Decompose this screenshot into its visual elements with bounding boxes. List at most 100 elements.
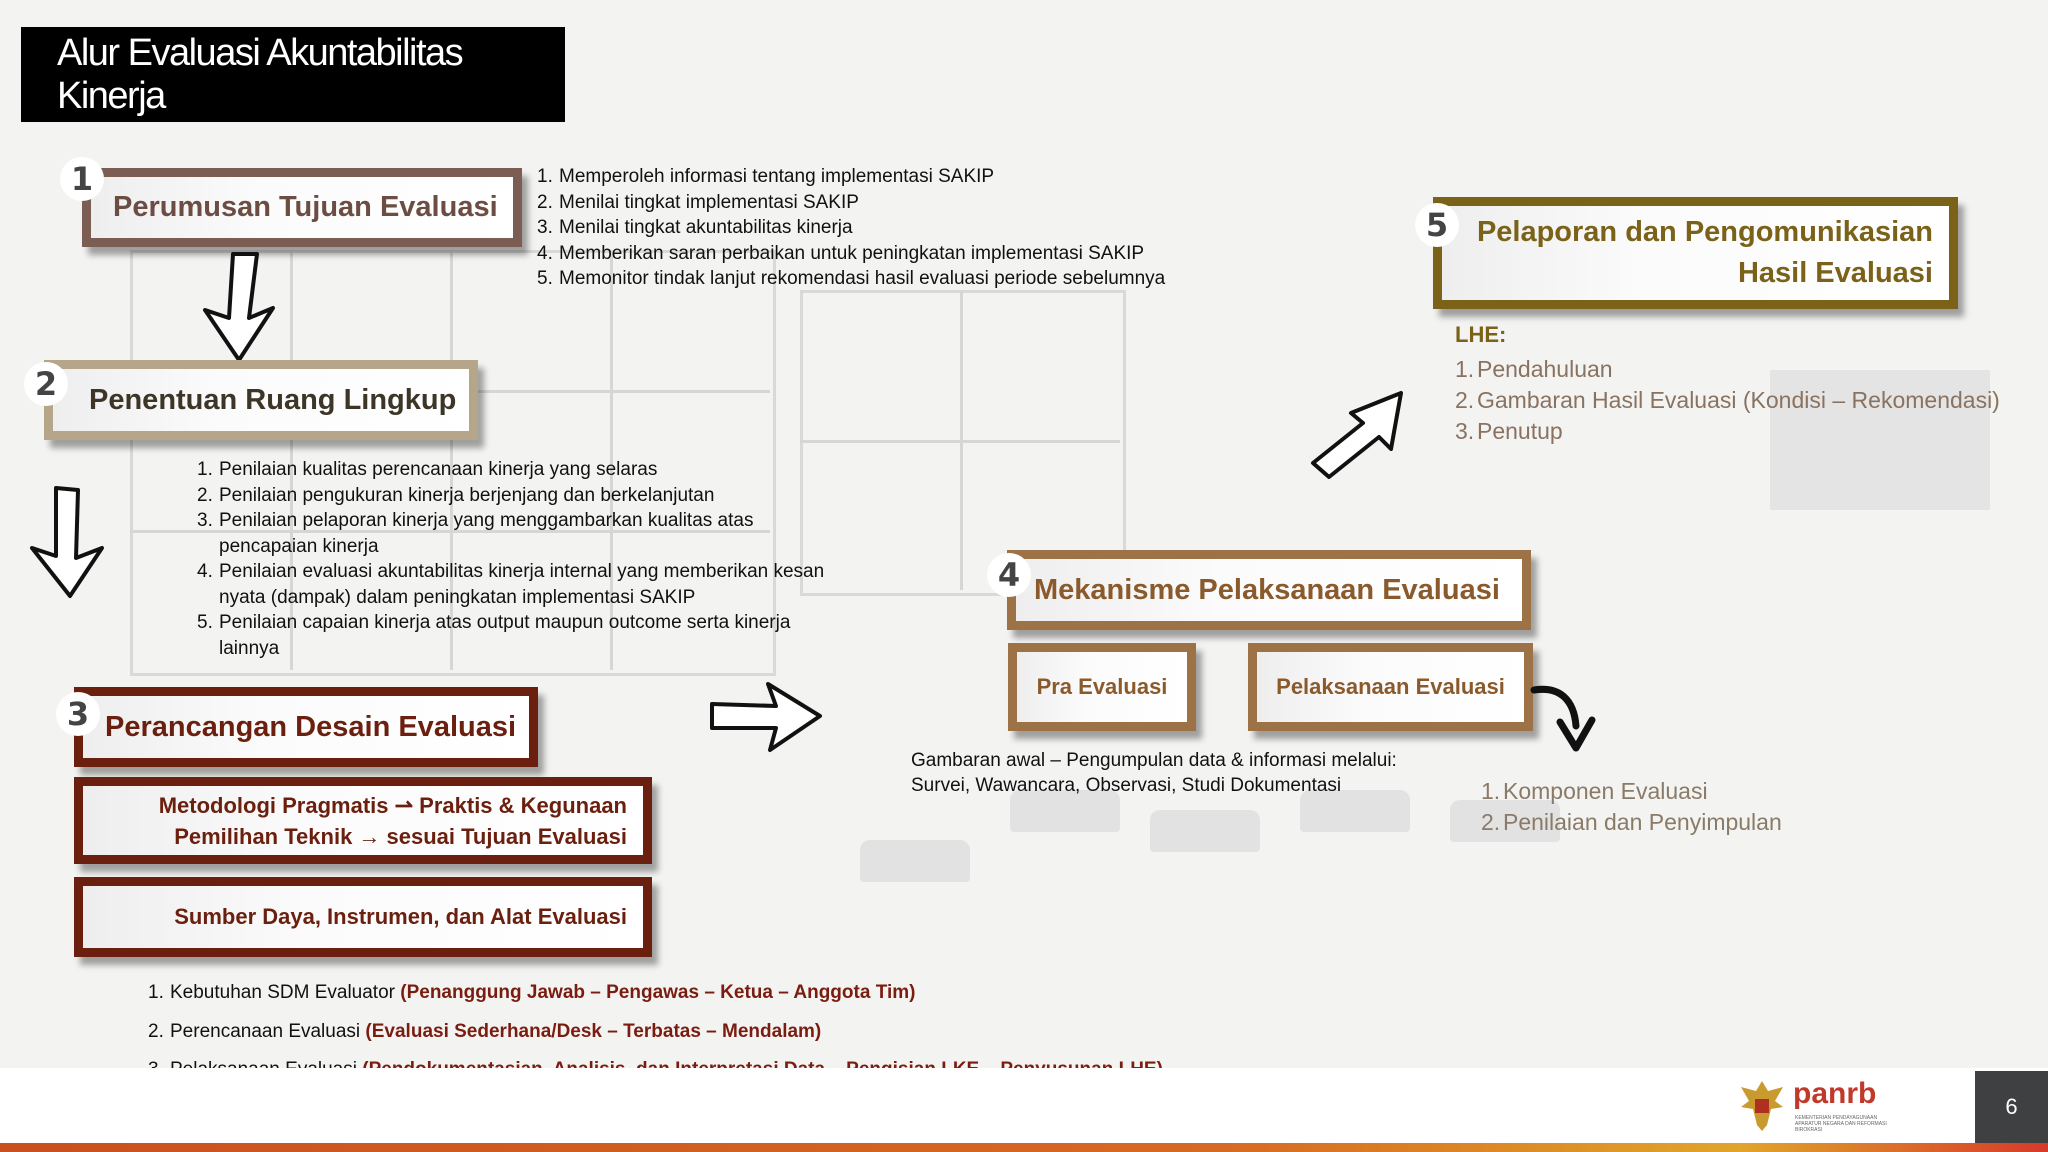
window-mullion xyxy=(610,250,613,670)
list-item: 2.Penilaian dan Penyimpulan xyxy=(1481,807,1782,838)
slide-title: Alur Evaluasi Akuntabilitas Kinerja xyxy=(21,27,565,122)
step-5-label-line-1: Pelaporan dan Pengomunikasian xyxy=(1476,216,1933,248)
logo-subtitle: KEMENTERIAN PENDAYAGUNAAN APARATUR NEGAR… xyxy=(1795,1115,1887,1133)
list-item-number: 1. xyxy=(197,459,213,480)
step-2-number: 2 xyxy=(24,362,68,406)
window-mullion xyxy=(450,250,453,670)
panrb-logo: panrb KEMENTERIAN PENDAYAGUNAAN APARATUR… xyxy=(1643,1071,1975,1143)
arrow-down-icon xyxy=(203,252,275,362)
pelaksanaan-evaluasi-label: Pelaksanaan Evaluasi xyxy=(1276,674,1505,699)
list-item-number: 3. xyxy=(197,510,213,531)
list-item-number: 5. xyxy=(537,268,553,289)
technique-line: Pemilihan Teknik → sesuai Tujuan Evaluas… xyxy=(174,823,627,849)
chair xyxy=(1150,810,1260,852)
list-item-number: 2. xyxy=(148,1020,164,1042)
list-item-number: 1. xyxy=(1481,778,1501,804)
page-number: 6 xyxy=(1975,1071,2048,1143)
arrow-down-icon xyxy=(30,486,104,598)
list-item-number: 2. xyxy=(197,484,213,506)
list-item: 1.Kebutuhan SDM Evaluator (Penanggung Ja… xyxy=(148,974,1163,1013)
list-item-number: 2. xyxy=(537,191,553,213)
list-item: 1. Penilaian kualitas perencanaan kinerja… xyxy=(197,457,837,483)
curved-arrow-down-icon xyxy=(1530,685,1596,752)
list-item: 5. Penilaian capaian kinerja atas output … xyxy=(197,610,837,661)
list-item-text: Komponen Evaluasi xyxy=(1503,778,1708,804)
list-item: 5. Memonitor tindak lanjut rekomendasi ha… xyxy=(537,266,1165,292)
list-item-number: 4. xyxy=(537,242,553,264)
list-item: 1.Komponen Evaluasi xyxy=(1481,776,1782,807)
chair xyxy=(1300,790,1410,832)
garuda-emblem-icon xyxy=(1741,1081,1783,1131)
list-item-text: Menilai tingkat akuntabilitas kinerja xyxy=(559,217,853,238)
step-5-box: Pelaporan dan Pengomunikasian Hasil Eval… xyxy=(1433,197,1958,309)
pra-evaluasi-label: Pra Evaluasi xyxy=(1036,674,1168,699)
step-5-number: 5 xyxy=(1415,203,1459,247)
list-item-text: Penutup xyxy=(1477,418,1563,444)
list-item: 2.Gambaran Hasil Evaluasi (Kondisi – Rek… xyxy=(1455,385,2000,416)
footer-stripe xyxy=(0,1143,2048,1152)
methodology-line: Metodologi Pragmatis ⇀ Praktis & Kegunaa… xyxy=(158,792,627,818)
list-item: 4.Penilaian evaluasi akuntabilitas kiner… xyxy=(197,559,837,610)
list-item-text: Penilaian dan Penyimpulan xyxy=(1503,809,1782,835)
list-item: 3. Penilaian pelaporan kinerja yang mengg… xyxy=(197,508,837,559)
list-item-number: 2. xyxy=(1455,387,1475,413)
logo-text: panrb xyxy=(1793,1077,1877,1110)
window-transom xyxy=(800,440,1120,443)
window-mullion xyxy=(290,250,293,670)
pra-evaluasi-description: Gambaran awal – Pengumpulan data & infor… xyxy=(911,748,1397,798)
lhe-heading: LHE: xyxy=(1455,322,1507,347)
step-3-box: Perancangan Desain Evaluasi xyxy=(74,687,538,767)
list-item-detail: (Penanggung Jawab – Pengawas – Ketua – A… xyxy=(400,982,916,1003)
step-3-label: Perancangan Desain Evaluasi xyxy=(105,710,517,743)
arrow-up-right-icon xyxy=(1311,391,1403,479)
step-4-box: Mekanisme Pelaksanaan Evaluasi xyxy=(1007,550,1531,630)
window-frame xyxy=(800,290,1126,596)
methodology-box: Metodologi Pragmatis ⇀ Praktis & Kegunaa… xyxy=(74,777,652,864)
list-item-text: Penilaian capaian kinerja atas output ma… xyxy=(219,612,791,659)
window-frame xyxy=(130,250,776,676)
list-item-number: 3. xyxy=(1455,418,1475,444)
pelaksanaan-evaluasi-box: Pelaksanaan Evaluasi xyxy=(1248,643,1533,731)
list-item-text: Perencanaan Evaluasi xyxy=(170,1020,366,1042)
list-item-text: Penilaian pengukuran kinerja berjenjang … xyxy=(219,484,715,506)
list-item: 1. Memperoleh informasi tentang implement… xyxy=(537,164,1165,190)
list-item-text: Penilaian kualitas perencanaan kinerja y… xyxy=(219,459,658,480)
list-item-number: 1. xyxy=(537,166,553,187)
step-1-label: Perumusan Tujuan Evaluasi xyxy=(113,191,498,223)
chair xyxy=(1450,800,1560,842)
arrow-right-icon xyxy=(710,682,822,752)
list-item-text: Menilai tingkat implementasi SAKIP xyxy=(559,191,859,213)
list-item: 2. Perencanaan Evaluasi (Evaluasi Sederha… xyxy=(148,1013,1163,1052)
list-item: 2. Penilaian pengukuran kinerja berjenjan… xyxy=(197,483,837,509)
list-item-number: 3. xyxy=(537,217,553,238)
list-item-text: Penilaian pelaporan kinerja yang menggam… xyxy=(219,510,754,557)
list-item-text: Kebutuhan SDM Evaluator xyxy=(170,982,401,1003)
list-item-text: Memperoleh informasi tentang implementas… xyxy=(559,166,995,187)
step-2-label: Penentuan Ruang Lingkup xyxy=(89,383,457,416)
list-item-text: Memonitor tindak lanjut rekomendasi hasi… xyxy=(559,268,1166,289)
list-item-number: 1. xyxy=(1455,356,1475,382)
resources-label: Sumber Daya, Instrumen, dan Alat Evaluas… xyxy=(174,904,627,929)
list-item-detail: (Evaluasi Sederhana/Desk – Terbatas – Me… xyxy=(365,1020,822,1042)
list-item: 1.Pendahuluan xyxy=(1455,354,2000,385)
list-item-text: Penilaian evaluasi akuntabilitas kinerja… xyxy=(219,561,825,608)
list-item: 2. Menilai tingkat implementasi SAKIP xyxy=(537,190,1165,216)
step-3-number: 3 xyxy=(56,692,100,736)
chair xyxy=(860,840,970,882)
list-item-number: 5. xyxy=(197,612,213,633)
list-item-text: Gambaran Hasil Evaluasi (Kondisi – Rekom… xyxy=(1477,387,2000,413)
window-transom xyxy=(130,530,770,533)
step-4-label: Mekanisme Pelaksanaan Evaluasi xyxy=(1034,573,1500,606)
step-2-scope-list: 1. Penilaian kualitas perencanaan kinerja… xyxy=(197,457,837,661)
list-item-text: Memberikan saran perbaikan untuk peningk… xyxy=(559,242,1145,264)
list-item: 3. Menilai tingkat akuntabilitas kinerja xyxy=(537,215,1165,241)
description-line-1: Gambaran awal – Pengumpulan data & infor… xyxy=(911,750,1397,771)
pra-evaluasi-box: Pra Evaluasi xyxy=(1008,643,1196,731)
step-2-box: Penentuan Ruang Lingkup xyxy=(44,360,478,440)
resources-box: Sumber Daya, Instrumen, dan Alat Evaluas… xyxy=(74,877,652,957)
step-1-number: 1 xyxy=(60,157,104,201)
step-4-number: 4 xyxy=(987,553,1031,597)
list-item-number: 2. xyxy=(1481,809,1501,835)
